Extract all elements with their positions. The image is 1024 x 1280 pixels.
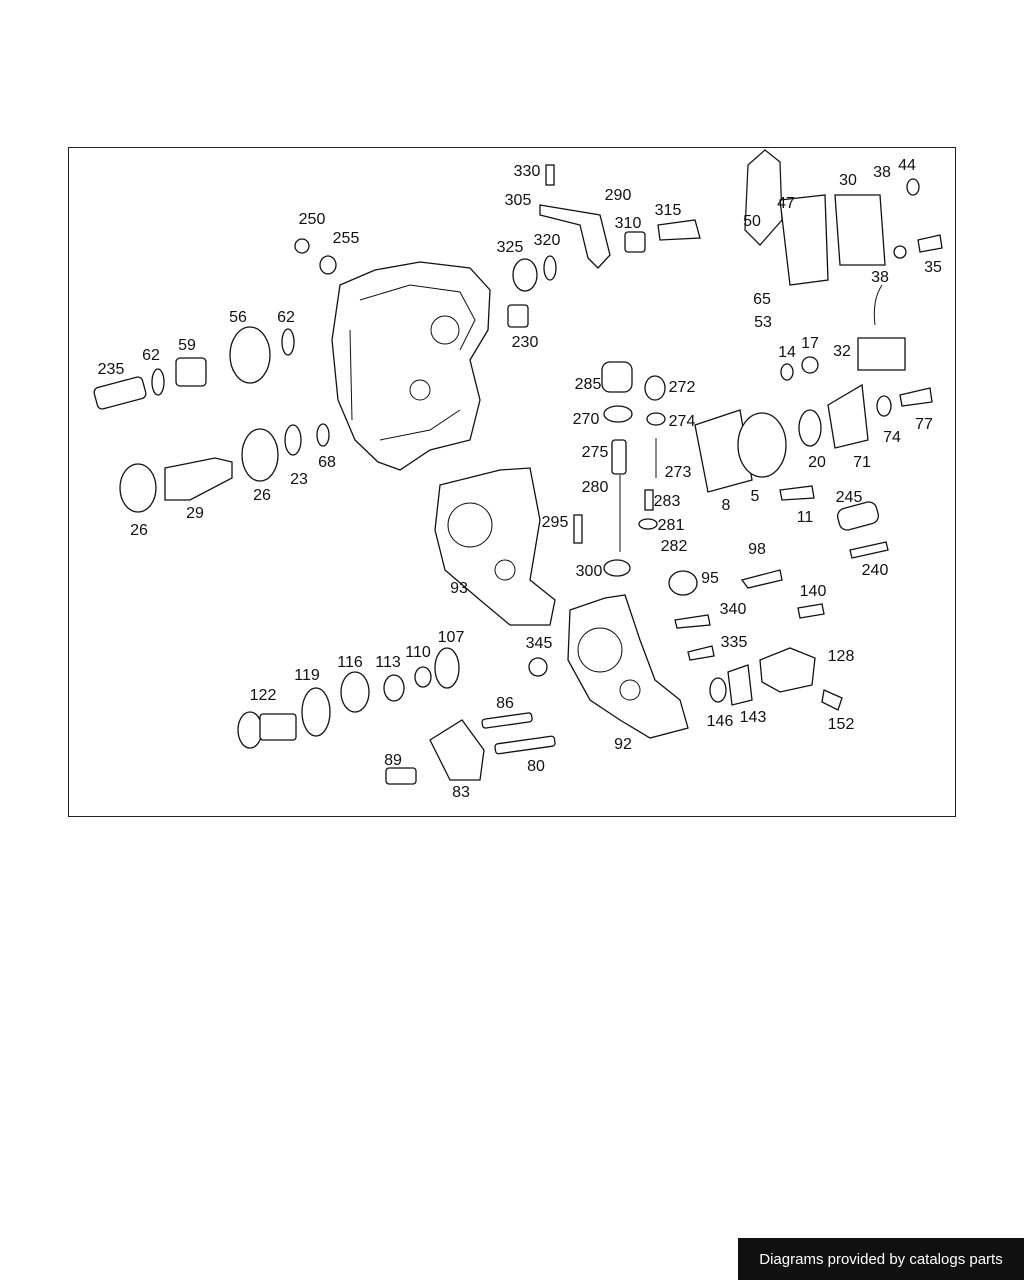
part-label-305: 305 — [505, 192, 532, 209]
rear-cover — [567, 594, 689, 739]
part-label-26: 26 — [130, 522, 148, 539]
part-label-95: 95 — [701, 570, 719, 587]
part-label-280: 280 — [582, 479, 609, 496]
part-label-14: 14 — [778, 344, 796, 361]
part-label-74: 74 — [883, 429, 901, 446]
front-cover — [434, 467, 556, 626]
part-label-71: 71 — [853, 454, 871, 471]
part-label-274: 274 — [669, 413, 696, 430]
valve-stack — [573, 361, 666, 577]
part-label-35: 35 — [924, 259, 942, 276]
part-label-107: 107 — [438, 629, 465, 646]
part-label-275: 275 — [582, 444, 609, 461]
part-label-285: 285 — [575, 376, 602, 393]
part-label-240: 240 — [862, 562, 889, 579]
part-label-335: 335 — [721, 634, 748, 651]
part-label-235: 235 — [98, 361, 125, 378]
part-label-272: 272 — [669, 379, 696, 396]
shift-lever-group — [294, 164, 701, 328]
part-label-30: 30 — [839, 172, 857, 189]
part-label-128: 128 — [828, 648, 855, 665]
part-label-282: 282 — [661, 538, 688, 555]
flange-group — [694, 149, 943, 559]
part-label-273: 273 — [665, 464, 692, 481]
part-label-26: 26 — [253, 487, 271, 504]
part-label-320: 320 — [534, 232, 561, 249]
part-label-38: 38 — [871, 269, 889, 286]
part-label-143: 143 — [740, 709, 767, 726]
part-label-230: 230 — [512, 334, 539, 351]
part-label-146: 146 — [707, 713, 734, 730]
part-label-38: 38 — [873, 164, 891, 181]
part-label-65: 65 — [753, 291, 771, 308]
part-label-113: 113 — [375, 654, 401, 671]
part-label-245: 245 — [836, 489, 863, 506]
part-label-315: 315 — [655, 202, 682, 219]
part-label-300: 300 — [576, 563, 603, 580]
part-label-29: 29 — [186, 505, 204, 522]
part-label-119: 119 — [294, 667, 320, 684]
part-label-110: 110 — [405, 644, 431, 661]
part-label-290: 290 — [605, 187, 632, 204]
part-label-255: 255 — [333, 230, 360, 247]
part-label-44: 44 — [898, 157, 916, 174]
part-label-47: 47 — [777, 195, 795, 212]
part-label-310: 310 — [615, 215, 642, 232]
part-label-56: 56 — [229, 309, 247, 326]
part-label-93: 93 — [450, 580, 468, 597]
part-label-8: 8 — [722, 497, 731, 514]
part-label-32: 32 — [833, 343, 851, 360]
part-label-250: 250 — [299, 211, 326, 228]
part-label-283: 283 — [654, 493, 681, 510]
part-label-53: 53 — [754, 314, 772, 331]
part-label-20: 20 — [808, 454, 826, 471]
part-label-330: 330 — [514, 163, 541, 180]
part-label-83: 83 — [452, 784, 470, 801]
part-label-50: 50 — [743, 213, 761, 230]
diagram-frame — [68, 147, 956, 817]
part-label-152: 152 — [828, 716, 855, 733]
part-label-17: 17 — [801, 335, 819, 352]
part-label-62: 62 — [277, 309, 295, 326]
lower-right-group — [528, 569, 843, 711]
part-label-281: 281 — [658, 517, 685, 534]
part-label-89: 89 — [384, 752, 402, 769]
part-label-325: 325 — [497, 239, 524, 256]
part-label-11: 11 — [797, 509, 814, 526]
main-housing — [331, 261, 491, 471]
part-label-92: 92 — [614, 736, 632, 753]
credit-banner: Diagrams provided by catalogs parts — [738, 1238, 1024, 1280]
part-label-345: 345 — [526, 635, 553, 652]
part-label-86: 86 — [496, 695, 514, 712]
part-label-5: 5 — [751, 488, 760, 505]
part-label-295: 295 — [542, 514, 569, 531]
part-label-62: 62 — [142, 347, 160, 364]
part-label-340: 340 — [720, 601, 747, 618]
shaft-assembly — [93, 326, 330, 513]
part-label-59: 59 — [178, 337, 196, 354]
lower-left-group — [237, 647, 556, 785]
part-label-116: 116 — [337, 654, 363, 671]
part-label-77: 77 — [915, 416, 933, 433]
part-label-140: 140 — [800, 583, 827, 600]
part-label-270: 270 — [573, 411, 600, 428]
part-label-23: 23 — [290, 471, 308, 488]
part-label-98: 98 — [748, 541, 766, 558]
part-label-68: 68 — [318, 454, 336, 471]
part-label-80: 80 — [527, 758, 545, 775]
part-label-122: 122 — [250, 687, 277, 704]
